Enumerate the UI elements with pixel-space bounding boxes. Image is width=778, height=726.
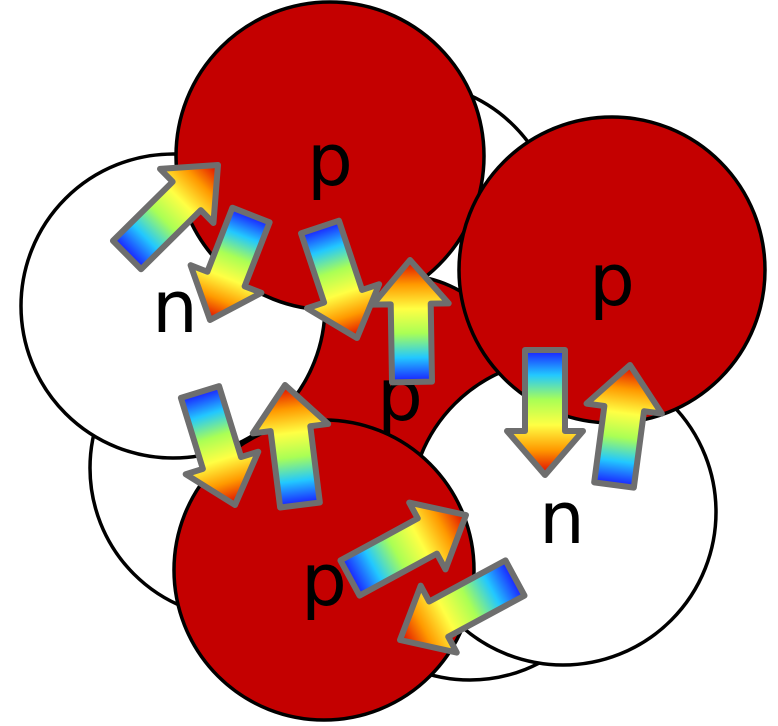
spin-arrow xyxy=(177,383,262,509)
spin-arrow xyxy=(187,204,273,324)
spin-arrow xyxy=(369,256,452,386)
proton-right-label: p xyxy=(589,238,635,322)
spin-arrows xyxy=(109,161,665,656)
neutron-left-label: n xyxy=(152,265,198,349)
spin-arrow xyxy=(504,347,586,478)
spin-arrow xyxy=(583,362,665,491)
proton-bottom-label: p xyxy=(301,538,347,622)
neutron-right-label: n xyxy=(539,476,585,560)
spin-arrow xyxy=(337,499,469,599)
spin-arrow xyxy=(249,381,332,511)
spin-arrow xyxy=(109,161,221,273)
proton-top-label: p xyxy=(307,118,353,202)
spin-arrow xyxy=(397,557,528,656)
spin-arrow xyxy=(298,217,383,341)
